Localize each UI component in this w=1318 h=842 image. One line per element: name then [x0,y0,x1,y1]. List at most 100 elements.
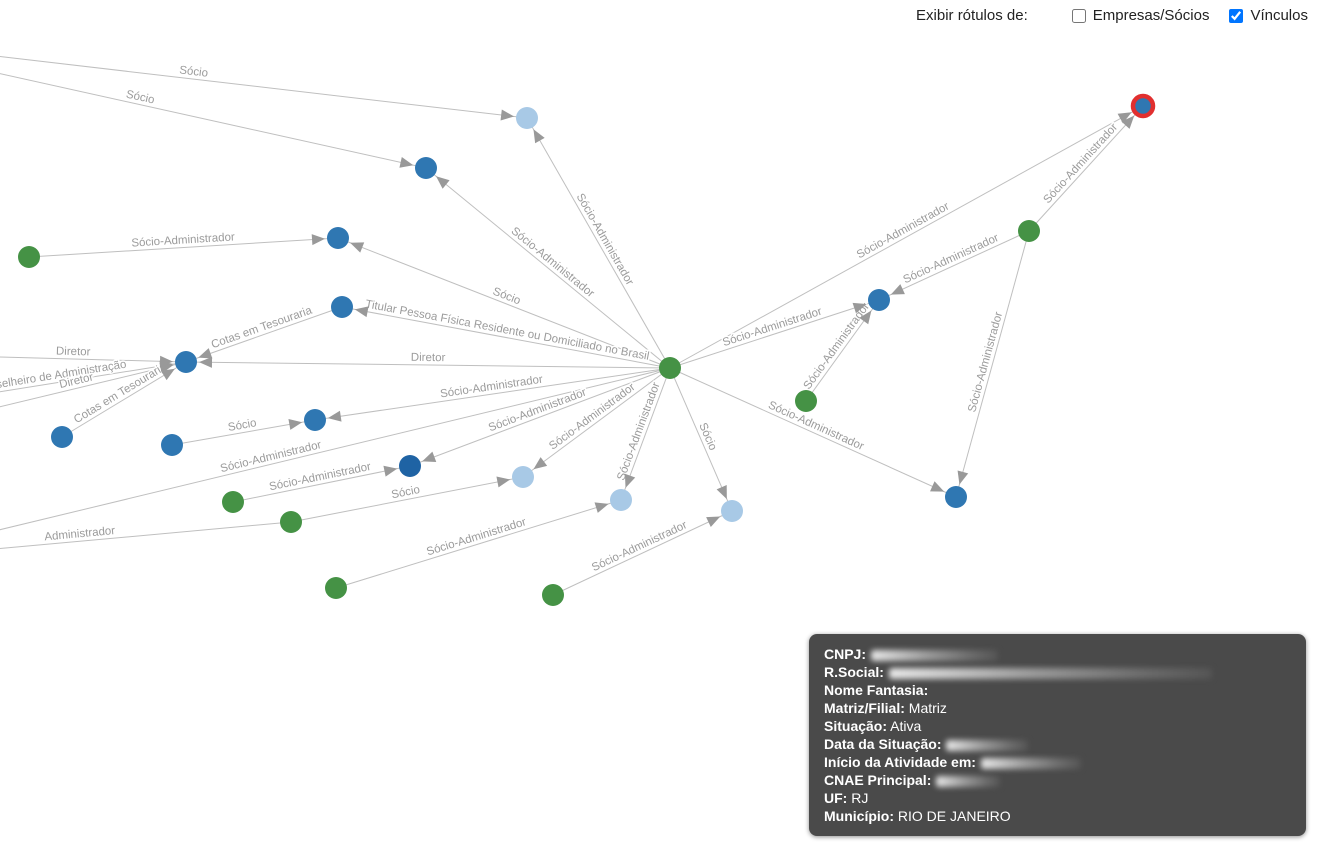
graph-node[interactable] [721,500,743,522]
graph-edge-label: Diretor [411,352,446,364]
graph-edge [878,230,1030,301]
redacted-value [871,649,999,661]
graph-arrowhead [852,302,867,314]
graph-arrowhead [198,356,213,368]
graph-node[interactable] [331,296,353,318]
graph-edge-label: Sócio [125,89,156,107]
graph-node[interactable] [795,390,817,412]
graph-edge [290,476,524,523]
graph-arrowhead [354,306,369,318]
graph-arrowhead [533,129,545,144]
tooltip-field-label: Matriz/Filial: [824,700,905,716]
tooltip-field-label: Nome Fantasia: [824,682,929,698]
graph-node[interactable] [659,357,681,379]
graph-node[interactable] [327,227,349,249]
tooltip-field-label: CNAE Principal: [824,772,932,788]
graph-edge-label: Cotas em Tesouraria [210,304,314,351]
redacted-value [888,667,1212,679]
graph-node[interactable] [542,584,564,606]
graph-node[interactable] [399,455,421,477]
graph-arrowhead [436,176,450,189]
graph-arrowhead [1117,112,1132,124]
graph-arrowhead [422,451,437,462]
graph-arrowhead [288,419,303,430]
graph-edge [1028,105,1144,232]
graph-arrowhead [399,157,414,168]
tooltip-row: CNPJ: [824,645,1291,663]
graph-arrowheads [159,109,1135,528]
redacted-value [946,739,1029,751]
graph-arrowhead [594,502,609,513]
graph-edge-label: Sócio-Administrador [574,192,636,288]
graph-node[interactable] [415,157,437,179]
graph-edge-label: Sócio-Administrador [966,310,1005,413]
graph-edge-label: Sócio-Administrador [509,225,597,300]
graph-edge [522,367,671,478]
graph-nodes [18,93,1156,606]
graph-edge-label: Sócio-Administrador [590,519,689,574]
graph-edge-label: Sócio-Administrador [855,200,952,261]
graph-node[interactable] [512,466,534,488]
graph-node[interactable] [945,486,967,508]
graph-edge [0,521,292,550]
tooltip-row: Matriz/Filial: Matriz [824,699,1291,717]
graph-node[interactable] [325,577,347,599]
graph-edge-label: Diretor [56,346,91,359]
tooltip-field-value: RJ [847,790,869,806]
graph-arrowhead [383,465,398,477]
graph-edge [185,361,671,369]
label-display-controls: Exibir rótulos de: Empresas/Sócios Víncu… [916,7,1308,24]
tooltip-row: CNAE Principal: [824,771,1291,789]
graph-arrowhead [311,234,326,246]
graph-edge [552,510,733,596]
tooltip-field-label: Início da Atividade em: [824,754,976,770]
graph-edge-label: Sócio-Administrador [425,516,528,558]
graph-node[interactable] [175,351,197,373]
tooltip-row: Situação: Ativa [824,717,1291,735]
graph-edge-label: Titular Pessoa Física Residente ou Domic… [364,298,650,362]
graph-arrowhead [496,476,511,488]
tooltip-field-label: Data da Situação: [824,736,942,752]
graph-edge-label: Sócio-Administrador [902,232,1001,286]
graph-edge-label: Sócio-Administrador [1041,121,1120,206]
graph-edge [0,367,671,531]
graph-arrowhead [198,348,213,359]
redacted-value [936,775,1001,787]
graph-node[interactable] [161,434,183,456]
checkbox-vinculos[interactable] [1229,8,1244,23]
graph-arrowhead [859,310,872,325]
graph-node[interactable] [1018,220,1040,242]
checkbox-empresas-socios[interactable] [1071,8,1086,23]
graph-node[interactable] [18,246,40,268]
graph-node[interactable] [610,489,632,511]
graph-node[interactable] [304,409,326,431]
graph-edge [314,367,671,421]
checkbox-group-vinculos[interactable]: Vínculos [1229,7,1308,24]
graph-arrowhead [350,242,365,253]
tooltip-row: Nome Fantasia: [824,681,1291,699]
tooltip-row: UF: RJ [824,789,1291,807]
graph-edge-label: Sócio-Administrador [721,306,823,349]
graph-edge [955,230,1030,498]
graph-node[interactable] [516,107,538,129]
graph-node[interactable] [51,426,73,448]
graph-node-selected[interactable] [1130,93,1156,119]
graph-node[interactable] [280,511,302,533]
graph-edge [0,356,187,363]
graph-arrowhead [500,109,515,121]
graph-node[interactable] [222,491,244,513]
graph-edge [0,361,187,408]
tooltip-field-label: R.Social: [824,664,884,680]
tooltip-field-value: Matriz [904,700,947,716]
graph-edge [0,73,427,169]
checkbox-group-empresas-socios[interactable]: Empresas/Sócios [1071,7,1209,24]
tooltip-row: Data da Situação: [824,735,1291,753]
tooltip-field-label: Município: [824,808,894,824]
graph-edge-label: Sócio-Administrador [439,374,543,401]
graph-edge [28,237,339,258]
company-info-tooltip: CNPJ:R.Social:Nome Fantasia:Matriz/Filia… [809,634,1306,836]
graph-edge [232,465,411,503]
tooltip-field-value: Ativa [887,718,922,734]
graph-node[interactable] [868,289,890,311]
